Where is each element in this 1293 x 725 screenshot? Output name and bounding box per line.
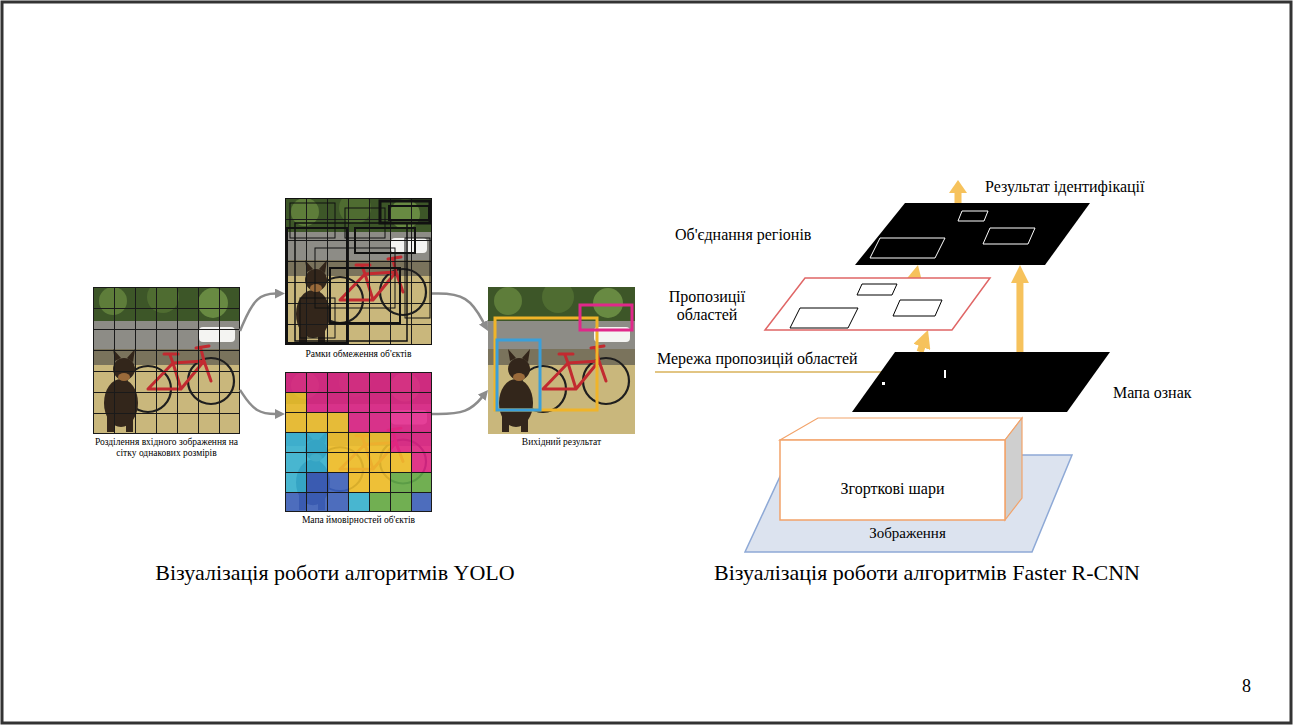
bounding-box-photo <box>380 201 430 223</box>
grid-photo <box>94 288 240 434</box>
grid-photo <box>93 281 240 434</box>
region-box <box>958 211 988 221</box>
bounding-box-photo <box>285 198 432 345</box>
bounding-box-photo <box>290 203 335 238</box>
bounding-box-photo <box>355 228 415 253</box>
bounding-box-photo <box>405 238 430 318</box>
result-photo <box>580 305 632 330</box>
layer-label: Згорткові шари <box>790 480 995 498</box>
proposal-plane: Пропозиції областей <box>765 278 990 330</box>
result-photo <box>495 318 597 410</box>
region-box <box>870 238 945 258</box>
bounding-box-photo <box>295 223 407 341</box>
flow-arrow <box>1016 275 1023 352</box>
image-panel: Розділення вхідного зображення на сітку … <box>93 287 240 434</box>
proposal-box <box>857 284 897 295</box>
region-box <box>983 228 1035 244</box>
figure-caption: Візуалізація роботи алгоритмів Faster R-… <box>637 560 1217 585</box>
result-photo <box>488 281 635 434</box>
flow-arrow <box>432 394 485 414</box>
bounding-box-photo <box>287 228 347 343</box>
bounding-box-photo <box>345 208 385 238</box>
figure-caption: Візуалізація роботи алгоритмів YOLO <box>110 560 560 585</box>
probability-map <box>285 366 432 512</box>
layer-label: Мапа ознак <box>1113 384 1192 402</box>
bounding-box-photo <box>285 192 432 345</box>
feature-mark <box>882 382 885 385</box>
plane-shape <box>765 278 990 330</box>
output-arrow <box>949 180 967 203</box>
probability-map <box>285 366 432 512</box>
result-photo <box>497 340 540 410</box>
bounding-box-photo <box>285 192 432 345</box>
flow-arrow <box>240 294 280 332</box>
leader-line <box>655 371 900 373</box>
image-panel: Вихідний результат <box>488 287 635 434</box>
cube-front <box>780 440 1005 520</box>
feature-mark <box>944 370 946 378</box>
result-photo <box>488 281 635 434</box>
cube-shape <box>780 418 1022 520</box>
roi-pooling-plane: Об'єднання регіонів <box>855 203 1090 265</box>
probability-map <box>285 372 432 512</box>
bounding-box-photo <box>330 268 400 323</box>
proposal-outline <box>765 278 990 330</box>
bounding-box-photo <box>286 199 432 345</box>
cube-side <box>1005 418 1022 520</box>
grid-photo <box>93 287 240 434</box>
panel-caption: Вихідний результат <box>466 437 657 448</box>
plane-shape <box>852 352 1110 412</box>
bounding-box-photo <box>315 248 395 308</box>
output-arrow <box>949 180 967 193</box>
layer-label: Пропозиції областей <box>662 288 752 325</box>
conv-block: Згорткові шари <box>780 418 1022 520</box>
plane-shape <box>855 203 1090 265</box>
proposal-box <box>893 300 942 316</box>
annotation: Результат ідентифікації <box>985 178 1145 196</box>
panel-caption: Мапа ймовірностей об'єктів <box>263 515 454 526</box>
image-panel: Мапа ймовірностей об'єктів <box>285 372 432 512</box>
roi-pooling-outline <box>855 203 1090 265</box>
flow-arrow <box>432 294 486 327</box>
panel-caption: Рамки обмеження об'єктів <box>263 349 454 360</box>
bounding-box-photo <box>389 206 429 220</box>
image-panel: Рамки обмеження об'єктів <box>285 198 432 345</box>
proposal-box <box>790 308 858 328</box>
probability-map <box>286 373 432 512</box>
grid-photo <box>93 281 240 434</box>
page-number: 8 <box>1242 676 1251 697</box>
panel-caption: Розділення вхідного зображення на сітку … <box>94 437 239 459</box>
output-arrow <box>955 192 962 203</box>
feature-map-outline <box>852 352 1110 412</box>
flow-arrow <box>920 339 925 352</box>
flow-arrow <box>240 390 280 414</box>
probability-map <box>285 372 432 512</box>
layer-label: Об'єднання регіонів <box>675 226 811 244</box>
annotation: Мережа пропозицій областей <box>657 350 858 368</box>
bounding-box-photo <box>286 199 432 345</box>
cube-top <box>780 418 1022 440</box>
bounding-box-photo <box>300 298 335 338</box>
feature-map-plane: Мапа ознак <box>852 352 1110 412</box>
layer-label: Зображення <box>845 525 970 542</box>
